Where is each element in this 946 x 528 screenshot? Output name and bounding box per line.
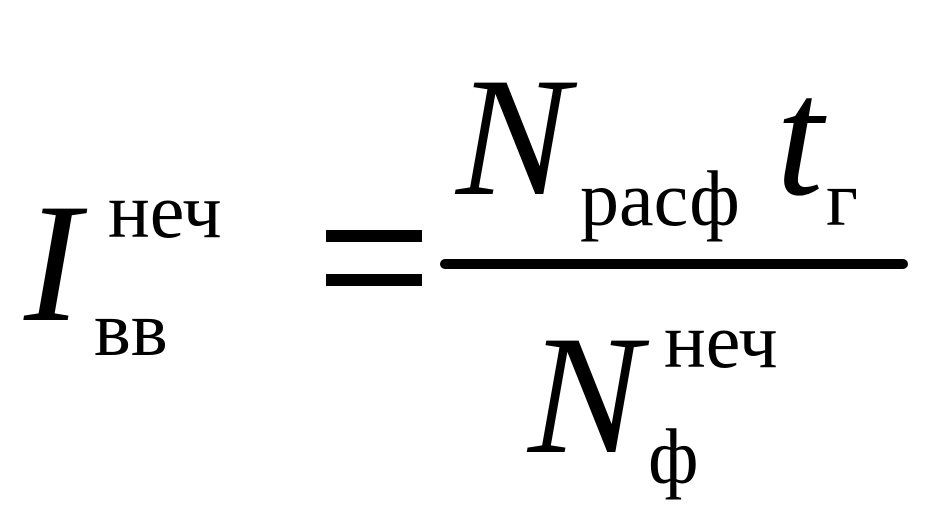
equals-sign-bottom-bar <box>326 274 422 286</box>
equals-sign-top-bar <box>326 230 422 242</box>
denominator-symbol-n: N <box>528 301 642 489</box>
denominator-subscript: ф <box>648 413 699 500</box>
numerator-symbol-n: N <box>456 43 570 231</box>
numerator-subscript-g: г <box>826 155 858 242</box>
lhs-symbol: I <box>24 169 81 357</box>
lhs-subscript: вв <box>94 285 168 372</box>
lhs-superscript: неч <box>108 167 222 254</box>
fraction-bar <box>440 259 908 269</box>
numerator-symbol-t: t <box>776 43 824 231</box>
numerator-subscript-rasf: расф <box>580 155 740 242</box>
denominator-superscript: неч <box>664 297 778 384</box>
